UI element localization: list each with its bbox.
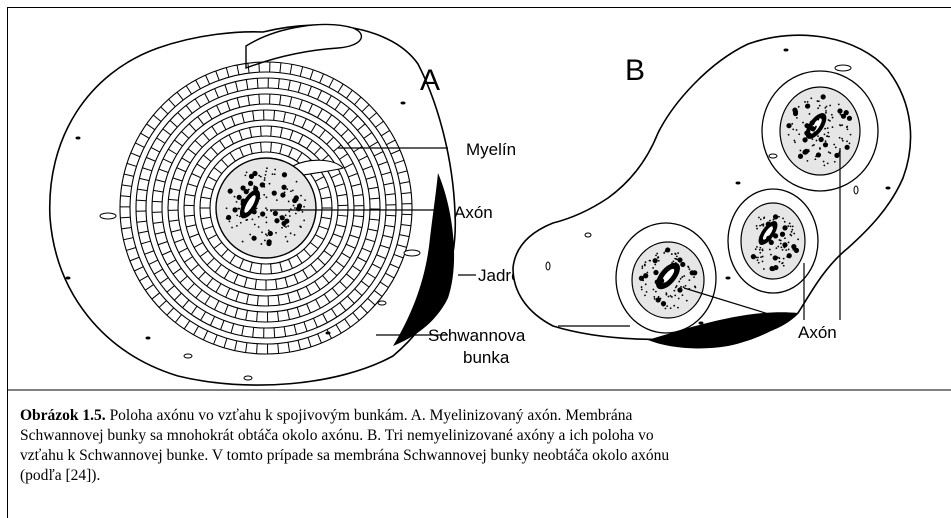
panel-b-unmyelinated-axons: B Axón	[513, 35, 911, 348]
panel-a-myelinated-axon: A Myelín Axón Jadro bunky Schwannova bun…	[50, 25, 571, 386]
caption-line-2: Schwannovej bunky sa mnohokrát obtáča ok…	[20, 426, 951, 446]
figure-frame: A Myelín Axón Jadro bunky Schwannova bun…	[7, 7, 951, 518]
label-schwann-1: Schwannova	[428, 326, 526, 345]
caption-line-1: Obrázok 1.5. Poloha axónu vo vzťahu k sp…	[20, 406, 951, 426]
panel-b-letter: B	[625, 54, 645, 87]
label-axon-a: Axón	[454, 203, 493, 222]
figure-caption: Obrázok 1.5. Poloha axónu vo vzťahu k sp…	[20, 406, 951, 486]
panel-a-letter: A	[420, 64, 440, 97]
caption-title: Obrázok 1.5.	[20, 407, 106, 424]
caption-line-3: vzťahu k Schwannovej bunke. V tomto príp…	[20, 446, 951, 466]
label-myelin: Myelín	[466, 140, 516, 159]
label-axon-b: Axón	[798, 323, 837, 342]
label-schwann-2: bunka	[463, 348, 510, 367]
caption-line-4: (podľa [24]).	[20, 466, 951, 486]
nerve-fiber-illustration: A Myelín Axón Jadro bunky Schwannova bun…	[8, 8, 951, 398]
